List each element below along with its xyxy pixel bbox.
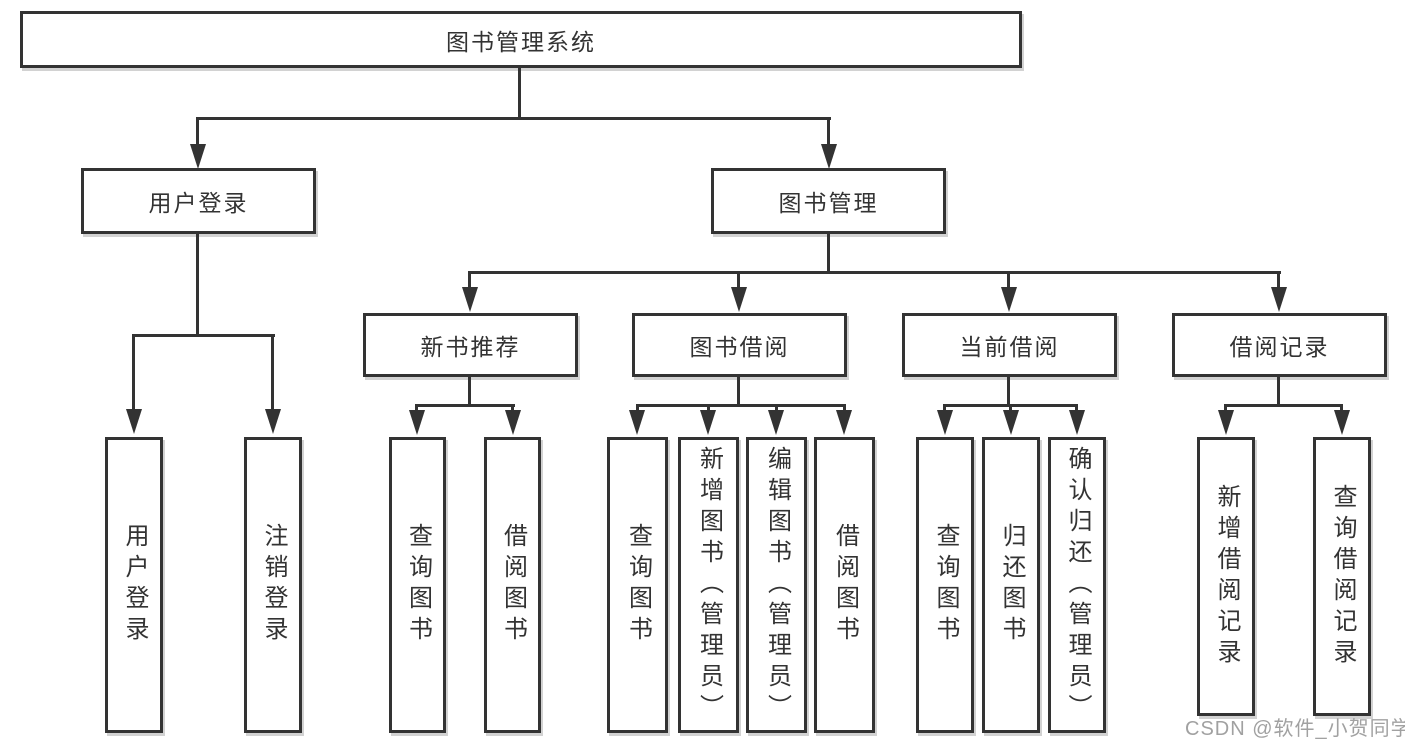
node-book-borrow-label: 图书借阅 [689,334,790,360]
connector-root-trunk [518,68,521,117]
leaf-label: 借阅图书 [499,523,527,647]
connector-drop [843,404,846,412]
connector-manage-bar [469,271,1281,274]
node-borrow-record: 借阅记录 [1172,313,1387,377]
arrow-down-icon [265,409,281,434]
arrow-down-icon [409,410,425,435]
node-user-login-label: 用户登录 [148,190,249,216]
arrow-down-icon [1069,410,1085,435]
leaf-label: 查询图书 [624,523,652,647]
leaf-current-query-book: 查询图书 [916,437,974,733]
connector-drop-module1 [468,271,471,288]
node-new-book-recommend-label: 新书推荐 [420,334,521,360]
leaf-logout-label: 注销登录 [260,523,287,647]
connector-drop [707,404,710,412]
connector-login-bar [133,334,275,337]
connector-recommend-bar [416,404,515,407]
connector-current-trunk [1007,377,1010,406]
arrow-down-icon [629,410,645,435]
arrow-down-icon [1334,410,1350,435]
leaf-user-login-label: 用户登录 [121,523,148,647]
connector-drop [1340,404,1343,412]
arrow-down-icon [126,409,142,434]
leaf-return-book: 归还图书 [982,437,1040,733]
leaf-label: 归还图书 [998,523,1025,647]
leaf-edit-book-admin: 编辑图书（管理员） [746,437,807,733]
connector-drop [775,404,778,412]
arrow-down-icon [1218,410,1234,435]
arrow-down-icon [505,410,521,435]
csdn-watermark: CSDN @软件_小贺同学 [1185,718,1405,740]
leaf-label: 查询借阅记录 [1329,483,1356,670]
node-current-borrow-label: 当前借阅 [959,334,1060,360]
leaf-label: 确认归还（管理员） [1064,445,1091,725]
arrow-down-icon [768,410,784,435]
leaf-label: 新增图书（管理员） [695,445,723,725]
arrow-down-icon [1001,287,1017,312]
connector-borrow-bar [636,404,846,407]
node-current-borrow: 当前借阅 [902,313,1117,377]
leaf-label: 编辑图书（管理员） [763,445,791,725]
arrow-down-icon [700,410,716,435]
connector-manage-trunk [827,234,830,274]
leaf-recommend-query-book: 查询图书 [389,437,446,733]
node-book-manage: 图书管理 [711,168,946,234]
connector-drop-module2 [737,271,740,288]
connector-drop [1075,404,1078,412]
connector-record-bar [1225,404,1343,407]
connector-drop [943,404,946,412]
leaf-logout: 注销登录 [244,437,302,733]
leaf-add-borrow-record: 新增借阅记录 [1197,437,1255,716]
node-root: 图书管理系统 [20,11,1022,68]
node-new-book-recommend: 新书推荐 [363,313,578,377]
connector-drop-module4 [1277,271,1280,288]
connector-drop-login-leaf1 [132,334,135,410]
arrow-down-icon [821,144,837,169]
connector-recommend-trunk [468,377,471,406]
leaf-label: 借阅图书 [831,523,859,647]
arrow-down-icon [190,144,206,169]
connector-drop-module3 [1007,271,1010,288]
connector-drop-manage [827,117,830,146]
connector-borrow-trunk [737,377,740,406]
leaf-user-login: 用户登录 [105,437,163,733]
leaf-query-borrow-record: 查询借阅记录 [1313,437,1371,716]
connector-root-bar [197,117,831,120]
leaf-label: 查询图书 [932,523,959,647]
connector-drop [1224,404,1227,412]
leaf-confirm-return-admin: 确认归还（管理员） [1048,437,1106,733]
connector-drop [636,404,639,412]
arrow-down-icon [731,287,747,312]
leaf-label: 新增借阅记录 [1213,483,1240,670]
leaf-recommend-borrow-book: 借阅图书 [484,437,541,733]
connector-record-trunk [1277,377,1280,406]
connector-drop [1009,404,1012,412]
node-root-label: 图书管理系统 [446,28,596,55]
leaf-borrow-query-book: 查询图书 [607,437,668,733]
node-user-login: 用户登录 [81,168,316,234]
connector-login-trunk [196,234,199,336]
node-book-manage-label: 图书管理 [778,190,879,216]
connector-drop-login [196,117,199,146]
node-borrow-record-label: 借阅记录 [1229,334,1330,360]
arrow-down-icon [1271,287,1287,312]
connector-drop-login-leaf2 [271,334,274,410]
node-book-borrow: 图书借阅 [632,313,847,377]
leaf-borrow-book: 借阅图书 [814,437,875,733]
connector-drop [415,404,418,412]
arrow-down-icon [462,287,478,312]
leaf-label: 查询图书 [404,523,432,647]
arrow-down-icon [1003,410,1019,435]
leaf-add-book-admin: 新增图书（管理员） [678,437,739,733]
arrow-down-icon [937,410,953,435]
arrow-down-icon [836,410,852,435]
connector-drop [511,404,514,412]
